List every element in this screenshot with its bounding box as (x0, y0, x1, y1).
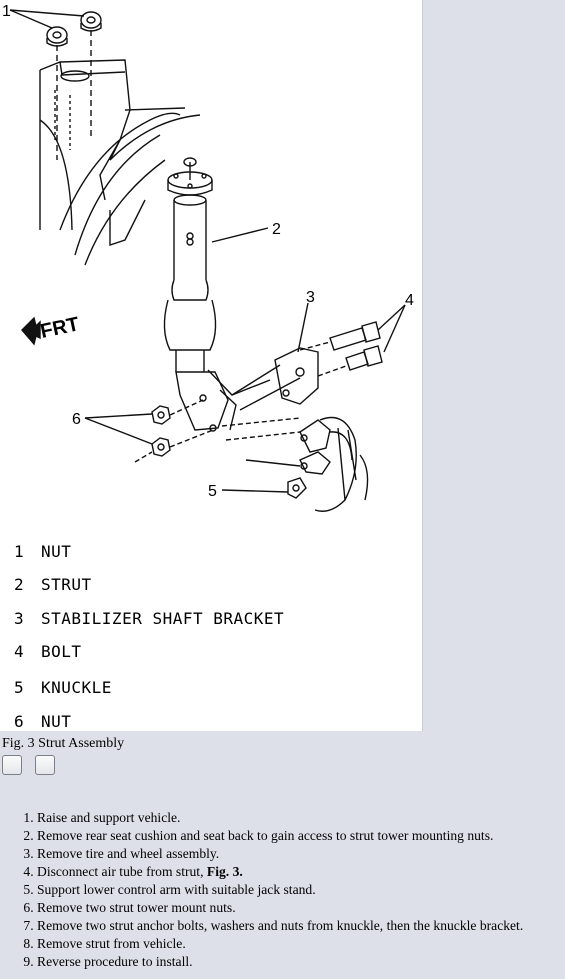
callout-3: 3 (306, 289, 315, 306)
step-item: Remove strut from vehicle. (37, 935, 523, 953)
strut-assembly-drawing: 1 (2, 3, 414, 512)
lower-nut-upper (151, 405, 171, 425)
step-item: Support lower control arm with suitable … (37, 881, 523, 899)
callout-5: 5 (208, 483, 217, 500)
frt-label: FRT (38, 313, 81, 343)
strut (163, 157, 217, 372)
image-control-button-2[interactable] (35, 755, 55, 775)
figure-reference: Fig. 3. (206, 864, 243, 879)
procedure-steps: Raise and support vehicle. Remove rear s… (0, 809, 523, 971)
step-item: Reverse procedure to install. (37, 953, 523, 971)
stabilizer-shaft-bracket (231, 347, 319, 411)
top-nut-left (46, 26, 68, 47)
knuckle (221, 416, 369, 512)
step-item: Remove rear seat cushion and seat back t… (37, 827, 523, 845)
bolt-upper (299, 321, 381, 351)
callout-2: 2 (272, 221, 281, 238)
callout-1: 1 (2, 3, 11, 20)
image-control-button-1[interactable] (2, 755, 22, 775)
top-nut-right (80, 11, 102, 32)
step-item: Raise and support vehicle. (37, 809, 523, 827)
lower-nut-lower (151, 437, 171, 457)
step-item: Remove two strut anchor bolts, washers a… (37, 917, 523, 935)
front-arrow: FRT (21, 313, 81, 346)
bolt-lower (317, 345, 383, 377)
callout-6: 6 (72, 411, 81, 428)
step-item: Remove two strut tower mount nuts. (37, 899, 523, 917)
step-item: Disconnect air tube from strut, Fig. 3. (37, 863, 523, 881)
callout-4: 4 (405, 292, 414, 309)
strut-assembly-figure: 1 (0, 0, 423, 731)
strut-tower (39, 59, 201, 266)
step-item: Remove tire and wheel assembly. (37, 845, 523, 863)
knuckle-bracket (175, 369, 271, 432)
figure-caption: Fig. 3 Strut Assembly (2, 736, 125, 751)
